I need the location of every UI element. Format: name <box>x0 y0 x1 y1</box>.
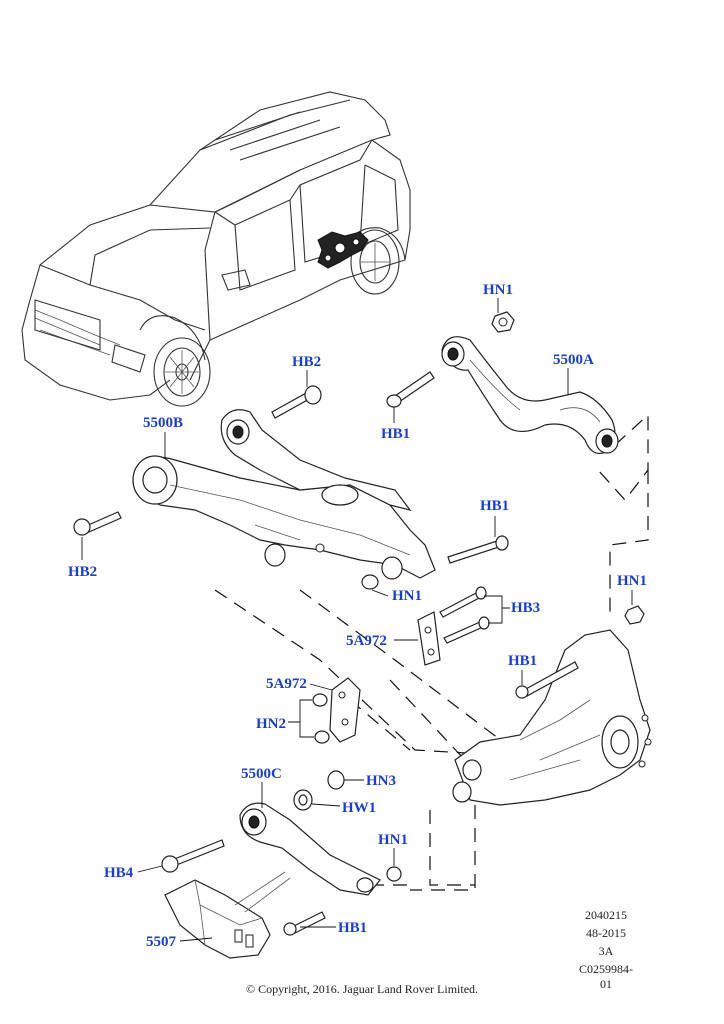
callout-hb2-top: HB2 <box>292 354 322 370</box>
callout-hn2: HN2 <box>256 716 286 732</box>
nut-hn1-right <box>624 605 645 625</box>
callout-hb3: HB3 <box>511 600 541 616</box>
callout-hn1-right: HN1 <box>617 573 647 589</box>
reference-code-2: 48-2015 <box>586 926 626 940</box>
callout-hb1-knuckle: HB1 <box>508 653 538 669</box>
callout-5a972-lower: 5A972 <box>266 676 307 692</box>
reference-code-4: C0259984-01 <box>579 962 633 991</box>
bolts-hb3 <box>439 586 490 644</box>
assembly-guide-lines <box>214 413 649 891</box>
bolt-hb1-upper <box>386 371 435 408</box>
lower-arm-5500c <box>239 802 381 896</box>
nut-hn1-upper <box>491 311 515 333</box>
copyright-notice: © Copyright, 2016. Jaguar Land Rover Lim… <box>245 982 479 996</box>
bolt-hb4 <box>161 839 225 873</box>
nut-hn1-mid <box>361 574 379 590</box>
callout-hb1-lower: HB1 <box>338 920 368 936</box>
bolt-hb1-lower <box>283 911 326 936</box>
callout-hb2-left: HB2 <box>68 564 98 580</box>
callout-hn1-lower: HN1 <box>378 832 408 848</box>
callout-5507: 5507 <box>146 934 176 950</box>
vehicle-illustration <box>21 91 411 407</box>
bracket-5a972-upper <box>417 611 441 666</box>
callout-hw1: HW1 <box>342 800 377 816</box>
bolt-hb1-knuckle <box>515 661 579 699</box>
callout-hb1-right: HB1 <box>480 498 510 514</box>
highlighted-suspension-location <box>317 231 369 269</box>
callout-5500b: 5500B <box>143 415 184 431</box>
callout-hb1-upper: HB1 <box>381 426 411 442</box>
callout-hb4: HB4 <box>104 865 134 881</box>
callout-hn3: HN3 <box>366 773 396 789</box>
bolt-hb2-upper <box>271 385 322 419</box>
callout-5500a: 5500A <box>553 352 594 368</box>
bolt-hb1-right <box>447 535 509 564</box>
nut-hn3 <box>327 770 345 790</box>
callout-hn1-mid: HN1 <box>392 588 422 604</box>
shield-5507 <box>164 879 271 959</box>
knuckle-hub <box>452 629 652 806</box>
callout-hn1-top: HN1 <box>483 282 513 298</box>
washer-hw1 <box>293 789 313 811</box>
reference-code-3: 3A <box>598 944 614 958</box>
lower-arm-5500b <box>132 409 436 580</box>
nut-hn1-lower <box>386 866 402 882</box>
callout-5a972-upper: 5A972 <box>346 633 387 649</box>
bolt-hb2-left <box>73 511 122 536</box>
upper-arm-5500a <box>441 336 619 455</box>
reference-code-1: 2040215 <box>585 908 627 922</box>
callout-5500c: 5500C <box>241 766 282 782</box>
callout-leaders <box>81 298 633 942</box>
bracket-5a972-lower <box>329 677 361 743</box>
nuts-hn2 <box>312 693 330 744</box>
